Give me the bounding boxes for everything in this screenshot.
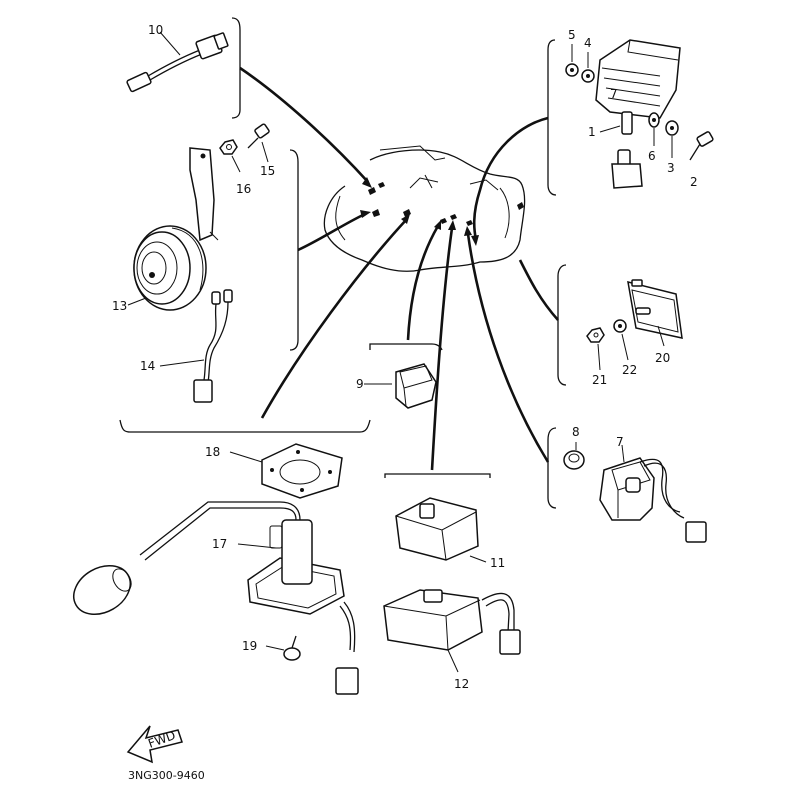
callout-16: 16 bbox=[236, 182, 251, 196]
part-11-flasher bbox=[395, 497, 487, 563]
part-15-bolt bbox=[247, 123, 270, 163]
callout-22: 22 bbox=[622, 363, 637, 377]
part-12-unit bbox=[383, 589, 521, 673]
callout-9: 9 bbox=[356, 377, 364, 391]
callout-12: 12 bbox=[454, 677, 469, 691]
part-20-resistor bbox=[627, 279, 683, 347]
part-7-relay bbox=[599, 444, 707, 543]
callout-3: 3 bbox=[667, 161, 675, 175]
part-5-nut bbox=[565, 44, 579, 77]
part-2-bolt bbox=[689, 131, 714, 161]
callout-7-upper: 7 bbox=[610, 87, 618, 101]
part-22-washer bbox=[613, 319, 629, 361]
callout-17: 17 bbox=[212, 537, 227, 551]
callout-7: 7 bbox=[616, 435, 624, 449]
part-3-washer bbox=[665, 120, 679, 158]
part-19-screw bbox=[265, 635, 301, 661]
part-16-nut bbox=[219, 139, 241, 173]
callout-20: 20 bbox=[655, 351, 670, 365]
part-14-horn-lead bbox=[159, 289, 233, 403]
callout-2: 2 bbox=[690, 175, 698, 189]
part-17-fuel-sender bbox=[73, 501, 359, 695]
callout-21: 21 bbox=[592, 373, 607, 387]
callout-15: 15 bbox=[260, 164, 275, 178]
callout-13: 13 bbox=[112, 299, 127, 313]
callout-8: 8 bbox=[572, 425, 580, 439]
callout-19: 19 bbox=[242, 639, 257, 653]
part-21-nut bbox=[586, 327, 605, 371]
callout-4: 4 bbox=[584, 36, 592, 50]
callout-labels: 10 16 15 13 14 5 4 7 1 6 3 2 20 21 22 9 … bbox=[112, 23, 698, 691]
part-13-horn bbox=[127, 147, 219, 311]
callout-5: 5 bbox=[568, 28, 576, 42]
diagram-code: 3NG300-9460 bbox=[128, 769, 205, 782]
callout-11: 11 bbox=[490, 556, 505, 570]
part-8-cap bbox=[563, 442, 585, 470]
part-4-nut bbox=[581, 52, 595, 83]
part-6-washer bbox=[648, 112, 660, 146]
callout-1: 1 bbox=[588, 125, 596, 139]
leader-arrows bbox=[239, 66, 559, 471]
callout-14: 14 bbox=[140, 359, 155, 373]
fwd-arrow-icon: FWD bbox=[126, 725, 183, 764]
part-18-gasket bbox=[229, 443, 343, 499]
callout-18: 18 bbox=[205, 445, 220, 459]
callout-10: 10 bbox=[148, 23, 163, 37]
part-9-relay bbox=[364, 363, 437, 409]
group-brackets bbox=[119, 17, 567, 509]
part-1-rectifier bbox=[595, 39, 681, 189]
callout-6: 6 bbox=[648, 149, 656, 163]
part-10-wire-connector bbox=[126, 31, 229, 93]
